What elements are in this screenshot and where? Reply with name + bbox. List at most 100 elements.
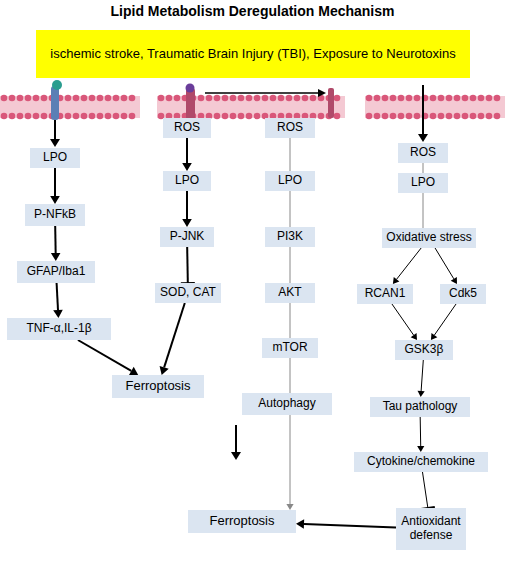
lipid-head bbox=[65, 95, 72, 102]
process-box: ROS bbox=[265, 118, 315, 138]
arrow-head bbox=[411, 333, 417, 340]
connector-line bbox=[54, 168, 56, 196]
connector-line bbox=[397, 248, 422, 279]
lipid-head bbox=[17, 95, 24, 102]
lipid-head bbox=[121, 113, 128, 120]
process-box: Ferroptosis bbox=[112, 375, 204, 398]
lipid-head bbox=[41, 95, 48, 102]
connector-line bbox=[54, 226, 56, 253]
lipid-head bbox=[166, 95, 173, 102]
lipid-head bbox=[105, 113, 112, 120]
connector bbox=[78, 340, 138, 375]
box-label: SOD, CAT bbox=[160, 286, 216, 300]
text-stack: PI3K bbox=[277, 230, 303, 244]
connector bbox=[50, 168, 60, 204]
text-stack: Oxidative stress bbox=[386, 231, 471, 245]
process-box: LPO bbox=[30, 148, 80, 168]
text-stack: P-NFkB bbox=[34, 208, 76, 222]
connector-line bbox=[392, 304, 414, 335]
connector-line bbox=[290, 358, 291, 393]
box-label: Tau pathology bbox=[383, 400, 458, 414]
lipid-head bbox=[454, 113, 461, 120]
connector bbox=[290, 247, 291, 283]
text-stack: Autophagy bbox=[258, 397, 315, 411]
connector-line bbox=[290, 415, 291, 504]
text-stack: mTOR bbox=[272, 341, 307, 355]
box-label: ROS bbox=[174, 121, 200, 135]
lipid-head bbox=[17, 113, 24, 120]
lipid-head bbox=[374, 113, 381, 120]
lipid-head bbox=[406, 95, 413, 102]
lipid-head bbox=[246, 113, 253, 120]
lipid-head bbox=[334, 113, 341, 120]
text-stack: LPO bbox=[175, 174, 199, 188]
diagram-title: Lipid Metabolism Deregulation Mechanism bbox=[0, 3, 505, 19]
arrow-head bbox=[451, 277, 457, 284]
connector-line bbox=[186, 138, 188, 163]
arrow-head bbox=[393, 277, 400, 284]
process-box: Cdk5 bbox=[440, 284, 486, 304]
lipid-head bbox=[302, 95, 309, 102]
arrow-head bbox=[129, 367, 138, 375]
box-label: AKT bbox=[278, 286, 301, 300]
lipid-head bbox=[486, 95, 493, 102]
lipid-head bbox=[254, 113, 261, 120]
text-stack: LPO bbox=[43, 151, 67, 165]
lipid-head bbox=[97, 113, 104, 120]
lipid-head bbox=[430, 113, 437, 120]
arrow-head bbox=[296, 519, 304, 529]
process-box: RCAN1 bbox=[357, 284, 413, 304]
lipid-head bbox=[278, 95, 285, 102]
text-stack: TNF-α,IL-1β bbox=[26, 322, 91, 336]
lipid-head bbox=[222, 113, 229, 120]
lipid-head bbox=[1, 113, 8, 120]
arrow-head bbox=[318, 89, 326, 97]
lipid-head bbox=[1, 95, 8, 102]
connector-line bbox=[78, 340, 131, 371]
box-label: GFAP/Iba1 bbox=[27, 265, 86, 279]
lipid-head bbox=[390, 113, 397, 120]
box-label: LPO bbox=[278, 174, 302, 188]
process-box: Tau pathology bbox=[370, 397, 470, 417]
lipid-head bbox=[65, 113, 72, 120]
ligand bbox=[186, 84, 195, 93]
connector bbox=[290, 303, 291, 338]
lipid-head bbox=[478, 113, 485, 120]
text-stack: Ferroptosis bbox=[125, 379, 190, 394]
arrow-line bbox=[422, 85, 424, 134]
lipid-head bbox=[206, 95, 213, 102]
lipid-head bbox=[33, 113, 40, 120]
connector-line bbox=[434, 304, 456, 335]
lipid-head bbox=[97, 95, 104, 102]
connector bbox=[290, 358, 291, 393]
arrow-head bbox=[160, 366, 169, 375]
connector-line bbox=[186, 247, 189, 283]
lipid-head bbox=[470, 95, 477, 102]
lipid-head bbox=[446, 95, 453, 102]
arrow-head bbox=[182, 163, 192, 171]
connector-line bbox=[57, 283, 58, 310]
lipid-head bbox=[113, 113, 120, 120]
arrow-head bbox=[51, 253, 61, 261]
connector bbox=[51, 226, 61, 261]
process-box: P-JNK bbox=[160, 227, 214, 247]
receptor-middle bbox=[186, 84, 335, 121]
box-label: GSK3β bbox=[405, 343, 444, 357]
connector bbox=[435, 248, 457, 284]
text-stack: SOD, CAT bbox=[160, 286, 216, 300]
box-label: LPO bbox=[43, 151, 67, 165]
connector bbox=[393, 248, 421, 284]
connector bbox=[417, 417, 424, 452]
arrow-line bbox=[235, 425, 237, 452]
process-box: ROS bbox=[163, 118, 211, 138]
lipid-head bbox=[73, 95, 80, 102]
signal-arrow bbox=[205, 92, 318, 94]
box-label: Autophagy bbox=[258, 397, 315, 411]
membrane-arrows bbox=[50, 85, 428, 147]
lipid-head bbox=[462, 113, 469, 120]
lipid-head bbox=[41, 113, 48, 120]
connector-line bbox=[421, 360, 423, 391]
text-stack: AKT bbox=[278, 286, 301, 300]
lipid-head bbox=[238, 95, 245, 102]
